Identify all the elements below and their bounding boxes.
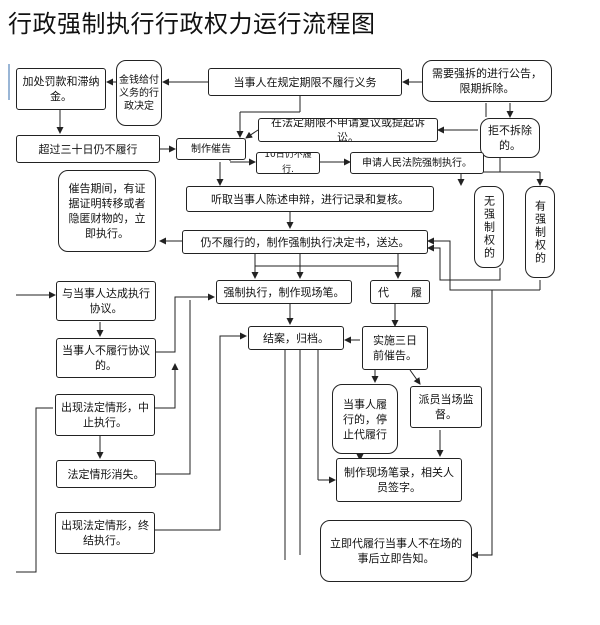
enforce-record-box: 强制执行，制作现场笔。 — [216, 280, 352, 304]
no-authority-box: 无强制权的 — [474, 186, 504, 268]
fail-obligation-box: 当事人在规定期限不履行义务 — [208, 68, 402, 96]
stop-proxy-box: 当事人履行的，停止代履行 — [332, 384, 398, 454]
hear-statement-box: 听取当事人陈述申辩，进行记录和复核。 — [186, 186, 434, 212]
send-staff-box: 派员当场监督。 — [410, 386, 482, 428]
fine-box: 加处罚款和滞纳金。 — [16, 68, 106, 110]
situation-vanish-box: 法定情形消失。 — [56, 460, 156, 488]
money-obligation-box: 金钱给付义务的行政决定 — [116, 60, 162, 126]
accent-bar — [8, 64, 10, 100]
page-title: 行政强制执行行政权力运行流程图 — [8, 10, 376, 38]
agreement-box: 与当事人达成执行协议。 — [56, 281, 156, 321]
enforcement-decision-box: 仍不履行的，制作强制执行决定书，送达。 — [182, 230, 428, 254]
urgent-execution-box: 催告期间，有证据证明转移或者隐匿财物的，立即执行。 — [58, 170, 156, 252]
no-review-box: 在法定期限不申请复议或提起诉讼。 — [258, 118, 438, 142]
breach-agreement-box: 当事人不履行协议的。 — [56, 338, 156, 378]
suspend-execution-box: 出现法定情形，中止执行。 — [55, 394, 155, 436]
apply-court-box: 申请人民法院强制执行。 — [350, 152, 484, 174]
demolish-notice-box: 需要强拆的进行公告，限期拆除。 — [422, 60, 552, 102]
over-30-days-box: 超过三十日仍不履行 — [16, 135, 160, 163]
proxy-performance-box: 代 履 — [370, 280, 430, 304]
refuse-demolish-box: 拒不拆除的。 — [480, 118, 540, 158]
ten-days-box: 10日仍不履行. — [256, 152, 320, 174]
has-authority-box: 有强制权的 — [525, 186, 555, 278]
terminate-execution-box: 出现法定情形，终结执行。 — [55, 512, 155, 554]
make-notice-box: 制作催告 — [176, 138, 246, 160]
close-archive-box: 结案，归档。 — [248, 326, 344, 350]
three-day-notice-box: 实施三日前催告。 — [362, 326, 428, 370]
site-record-box: 制作现场笔录，相关人员签字。 — [336, 458, 462, 502]
immediate-proxy-box: 立即代履行当事人不在场的事后立即告知。 — [320, 520, 472, 582]
